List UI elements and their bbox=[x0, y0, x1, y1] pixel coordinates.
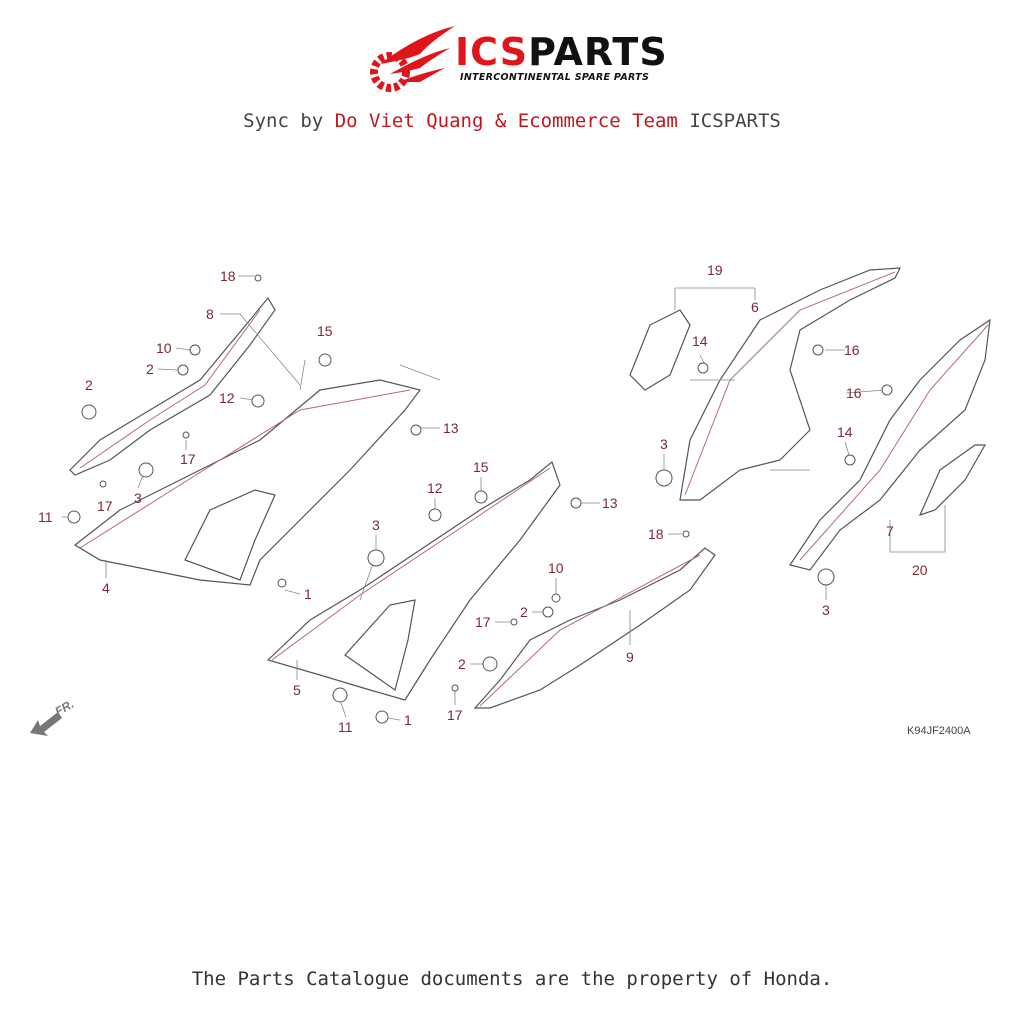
callout-17: 17 bbox=[447, 707, 463, 723]
callout-17: 17 bbox=[97, 498, 113, 514]
callout-7: 7 bbox=[886, 523, 894, 539]
callout-2: 2 bbox=[85, 377, 93, 393]
leader-lines bbox=[62, 275, 946, 721]
callout-1: 1 bbox=[404, 712, 412, 728]
callout-2: 2 bbox=[520, 604, 528, 620]
part-20-stripe bbox=[918, 444, 987, 516]
callout-14: 14 bbox=[837, 424, 853, 440]
callout-3: 3 bbox=[372, 517, 380, 533]
brand-ics: ICS bbox=[455, 30, 529, 74]
callout-8: 8 bbox=[206, 306, 214, 322]
callout-11: 11 bbox=[338, 719, 353, 735]
callout-15: 15 bbox=[317, 323, 333, 339]
callout-10: 10 bbox=[548, 560, 564, 576]
sync-suffix: ICSPARTS bbox=[689, 110, 781, 132]
part-7-rear-side-cover bbox=[789, 318, 991, 571]
callout-11: 11 bbox=[38, 509, 53, 525]
callout-9: 9 bbox=[626, 649, 634, 665]
fasteners bbox=[67, 274, 893, 724]
callout-20: 20 bbox=[912, 562, 928, 578]
callout-17: 17 bbox=[180, 451, 196, 467]
callout-13: 13 bbox=[602, 495, 618, 511]
callout-4: 4 bbox=[102, 580, 110, 596]
brand-name: ICSPARTS bbox=[455, 30, 668, 74]
callout-14: 14 bbox=[692, 333, 708, 349]
footer-disclaimer: The Parts Catalogue documents are the pr… bbox=[191, 968, 833, 990]
part-6-rear-cowl bbox=[679, 267, 902, 501]
callout-2: 2 bbox=[146, 361, 154, 377]
sync-prefix: Sync by bbox=[243, 110, 324, 132]
callout-18: 18 bbox=[220, 268, 236, 284]
callout-labels: 18 8 10 2 2 15 12 13 17 3 17 11 4 1 3 12… bbox=[38, 262, 928, 735]
part-5-side-cover-right bbox=[266, 460, 561, 701]
callout-10: 10 bbox=[156, 340, 172, 356]
callout-12: 12 bbox=[219, 390, 235, 406]
diagram-code: K94JF2400A bbox=[907, 725, 971, 737]
part-4-side-cover-left bbox=[73, 379, 422, 586]
sync-credit: Sync by Do Viet Quang & Ecommerce Team I… bbox=[0, 110, 1024, 132]
sync-team: Do Viet Quang & Ecommerce Team bbox=[334, 110, 678, 132]
wing-gear-logo-icon bbox=[370, 26, 455, 92]
callout-19: 19 bbox=[707, 262, 723, 278]
callout-17: 17 bbox=[475, 614, 491, 630]
callout-15: 15 bbox=[473, 459, 489, 475]
callout-16: 16 bbox=[846, 385, 862, 401]
part-9-lower-cover bbox=[473, 547, 716, 709]
callout-3: 3 bbox=[660, 436, 668, 452]
brand-parts: PARTS bbox=[528, 30, 668, 74]
callout-5: 5 bbox=[293, 682, 301, 698]
front-arrow-icon bbox=[30, 712, 62, 736]
callout-18: 18 bbox=[648, 526, 664, 542]
part-19-emblem bbox=[629, 309, 691, 391]
callout-12: 12 bbox=[427, 480, 443, 496]
brand-tagline: INTERCONTINENTAL SPARE PARTS bbox=[460, 72, 650, 83]
callout-13: 13 bbox=[443, 420, 459, 436]
callout-6: 6 bbox=[751, 299, 759, 315]
front-direction-indicator: FR. bbox=[30, 697, 76, 736]
callout-16: 16 bbox=[844, 342, 860, 358]
callout-3: 3 bbox=[134, 490, 142, 506]
part-8-upper-cover-left bbox=[69, 296, 276, 476]
callout-2: 2 bbox=[458, 656, 466, 672]
callout-1: 1 bbox=[304, 586, 312, 602]
callout-3: 3 bbox=[822, 602, 830, 618]
